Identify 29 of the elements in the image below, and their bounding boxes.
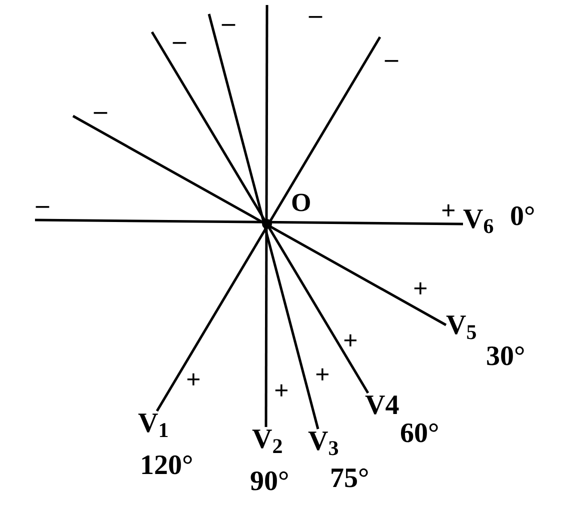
- polarity-sign: +: [413, 276, 428, 302]
- polarity-sign: +: [441, 198, 456, 224]
- line: [72, 114, 447, 326]
- line: [264, 5, 268, 427]
- angle-label: 30°: [486, 343, 526, 371]
- voltage-label: V$_{5}$: [446, 312, 477, 340]
- polarity-sign: +: [274, 378, 289, 404]
- voltage-label: V$_{1}$: [138, 410, 169, 438]
- angle-label: 75°: [330, 465, 370, 493]
- line: [34, 218, 464, 226]
- voltage-label: V$_{2}$: [252, 426, 283, 454]
- angle-label: 60°: [400, 420, 440, 448]
- voltage-label: V$_{6}$: [463, 206, 494, 234]
- polarity-sign: –: [222, 10, 235, 36]
- line: [208, 14, 320, 430]
- polarity-sign: +: [186, 367, 201, 393]
- voltage-label: V$_{3}$: [308, 428, 339, 456]
- polarity-sign: +: [343, 328, 358, 354]
- angle-label: 0°: [510, 203, 536, 231]
- polarity-sign: O: [291, 190, 312, 216]
- voltage-label: V4: [365, 392, 400, 420]
- angle-label: 90°: [250, 468, 290, 496]
- polarity-sign: –: [94, 98, 107, 124]
- polarity-sign: –: [36, 192, 49, 218]
- polarity-sign: –: [309, 2, 322, 28]
- polarity-sign: +: [315, 362, 330, 388]
- angle-label: 120°: [140, 452, 194, 480]
- polarity-sign: –: [173, 28, 186, 54]
- polarity-sign: –: [385, 46, 398, 72]
